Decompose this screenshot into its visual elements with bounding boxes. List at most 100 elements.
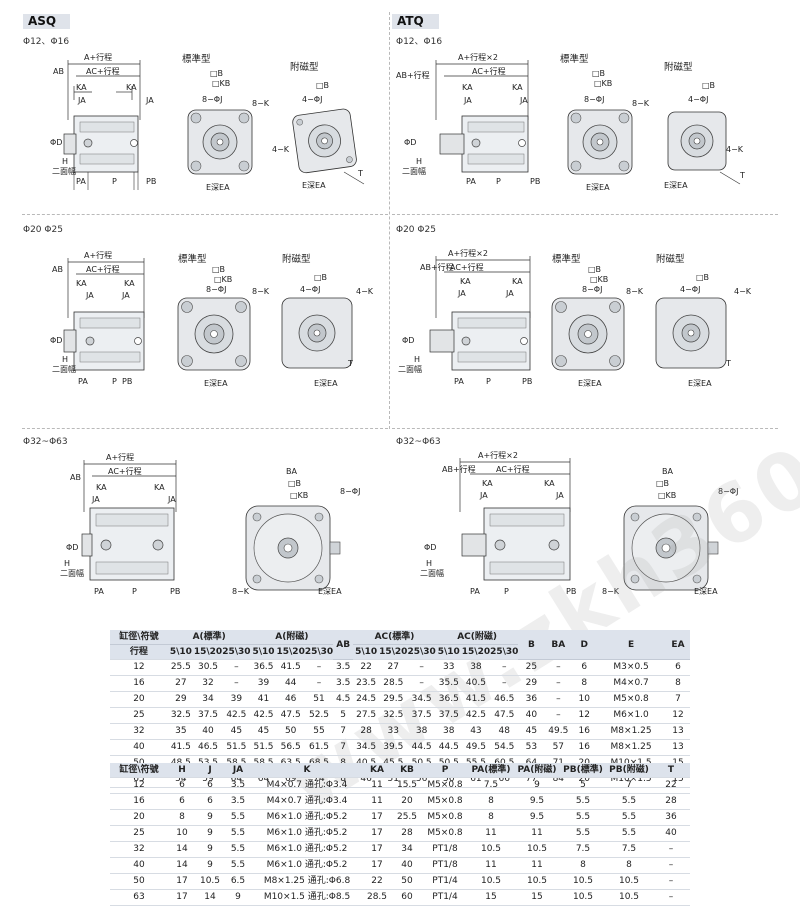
- table-cell: 36.5: [250, 659, 277, 676]
- dim-label: AB+行程: [396, 70, 430, 80]
- table-cell: 34.5: [353, 739, 380, 756]
- table-cell: 5.5: [224, 825, 252, 842]
- table-cell: 5.5: [606, 809, 652, 826]
- dim-label: P: [496, 177, 501, 186]
- dim-label: □B: [210, 69, 223, 78]
- dim-label: H: [64, 559, 70, 568]
- table-header: B: [518, 630, 545, 660]
- table-cell: 46.5: [490, 691, 519, 708]
- table-cell: 14: [196, 889, 224, 906]
- table-cell: 35.5: [435, 675, 462, 692]
- table-cell: 44.5: [407, 739, 436, 756]
- dim-label: T: [357, 169, 363, 178]
- dim-label: KA: [76, 279, 87, 288]
- table-cell: 28.5: [379, 675, 408, 692]
- table-cell: 13: [665, 739, 690, 756]
- table-cell: 54.5: [490, 739, 519, 756]
- dim-label: 8−K: [252, 99, 270, 108]
- table-cell: 5.5: [224, 857, 252, 874]
- view-title: 標準型: [560, 53, 589, 65]
- table-cell: 53: [518, 739, 545, 756]
- table-cell: 47.5: [490, 707, 519, 724]
- table-cell: 9: [196, 857, 224, 874]
- dim-label: 4−K: [734, 287, 752, 296]
- table-cell: 49.5: [544, 723, 573, 740]
- table-cell: 28: [652, 793, 690, 810]
- side-view-drawing-asq-small: A+行程 AC+行程 AB KA KA JA JA ΦD H 二面幅 PA P …: [50, 52, 156, 190]
- dim-label: ΦD: [424, 543, 436, 552]
- dim-label: E深EA: [664, 181, 688, 190]
- dim-label: JA: [77, 96, 86, 105]
- table-cell: 45: [518, 723, 545, 740]
- dim-label: T: [739, 171, 745, 180]
- table-cell: 40: [193, 723, 223, 740]
- dim-label: KA: [76, 83, 87, 92]
- table-cell: 16: [572, 723, 597, 740]
- table-cell: 34: [193, 691, 223, 708]
- table-cell: 3.5: [224, 793, 252, 810]
- bore-size-cell: 12: [110, 659, 168, 676]
- dim-label: E深EA: [206, 183, 230, 192]
- dim-label: JA: [505, 289, 514, 298]
- table-cell: 5.5: [606, 825, 652, 842]
- section-divider: [392, 214, 778, 215]
- table-cell: 10: [168, 825, 196, 842]
- end-view-standard-drawing: 標準型 □B □KB 8−ΦJ 8−K E深EA: [182, 53, 270, 192]
- table-header: E: [596, 630, 666, 660]
- dim-label: PA: [78, 377, 88, 386]
- dim-label: AB: [70, 473, 81, 482]
- table-cell: 28: [392, 825, 422, 842]
- table-cell: 5.5: [224, 809, 252, 826]
- dim-label: P: [504, 587, 509, 596]
- table-header: KA: [362, 763, 392, 778]
- dim-label: PB: [530, 177, 540, 186]
- table-cell: M6×1.0 通孔:Φ5.2: [252, 809, 362, 826]
- dim-label: PA: [466, 177, 476, 186]
- table-cell: 6: [665, 659, 690, 676]
- table-cell: 45: [250, 723, 277, 740]
- table-cell: 7.5: [468, 777, 514, 794]
- dim-label: 二面幅: [52, 166, 76, 176]
- table-cell: 8: [468, 793, 514, 810]
- dim-label: KA: [512, 277, 523, 286]
- view-title: 標準型: [552, 253, 581, 265]
- table-header-row: 行程 5\10 15\20 25\30 5\10 15\20 25\30 5\1…: [110, 644, 690, 660]
- table-cell: 3.5: [333, 675, 354, 692]
- dim-label: 二面幅: [402, 166, 426, 176]
- end-view-standard-drawing: 標準型 □B □KB 8−ΦJ 8−K E深EA: [551, 253, 644, 388]
- bore-size-cell: 20: [110, 809, 168, 826]
- dim-label: □B: [314, 273, 327, 282]
- table-header: J: [196, 763, 224, 778]
- dim-label: 8−ΦJ: [582, 285, 602, 294]
- table-cell: M8×1.25: [596, 723, 666, 740]
- dim-label: A+行程: [84, 52, 112, 62]
- dim-label: 4−ΦJ: [300, 285, 320, 294]
- bore-size-cell: 25: [110, 825, 168, 842]
- table-cell: –: [407, 675, 436, 692]
- dim-label: PA: [470, 587, 480, 596]
- table-header: AC(附磁): [435, 630, 519, 645]
- end-view-magnetic-drawing: 附磁型 □B 4−ΦJ 4−K T E深EA: [655, 253, 752, 388]
- dim-label: ΦD: [404, 138, 416, 147]
- dim-label: PB: [122, 377, 132, 386]
- dim-label: □B: [696, 273, 709, 282]
- dim-label: 4−K: [356, 287, 374, 296]
- table-cell: 28: [353, 723, 380, 740]
- table-cell: –: [490, 659, 519, 676]
- dim-label: KA: [462, 83, 473, 92]
- table-cell: 7: [333, 739, 354, 756]
- dim-label: PA: [454, 377, 464, 386]
- dim-label: 8−ΦJ: [340, 487, 360, 496]
- table-cell: 14: [168, 857, 196, 874]
- view-title: 標準型: [182, 53, 211, 65]
- table-header: PA(標準): [468, 763, 514, 778]
- bore-size-cell: 63: [110, 889, 168, 906]
- table-cell: 38: [435, 723, 462, 740]
- table-cell: 10.5: [560, 873, 606, 890]
- table-cell: 6: [572, 659, 597, 676]
- table-cell: 8: [665, 675, 690, 692]
- dim-label: KA: [154, 483, 165, 492]
- dim-label: AB+行程: [442, 464, 476, 474]
